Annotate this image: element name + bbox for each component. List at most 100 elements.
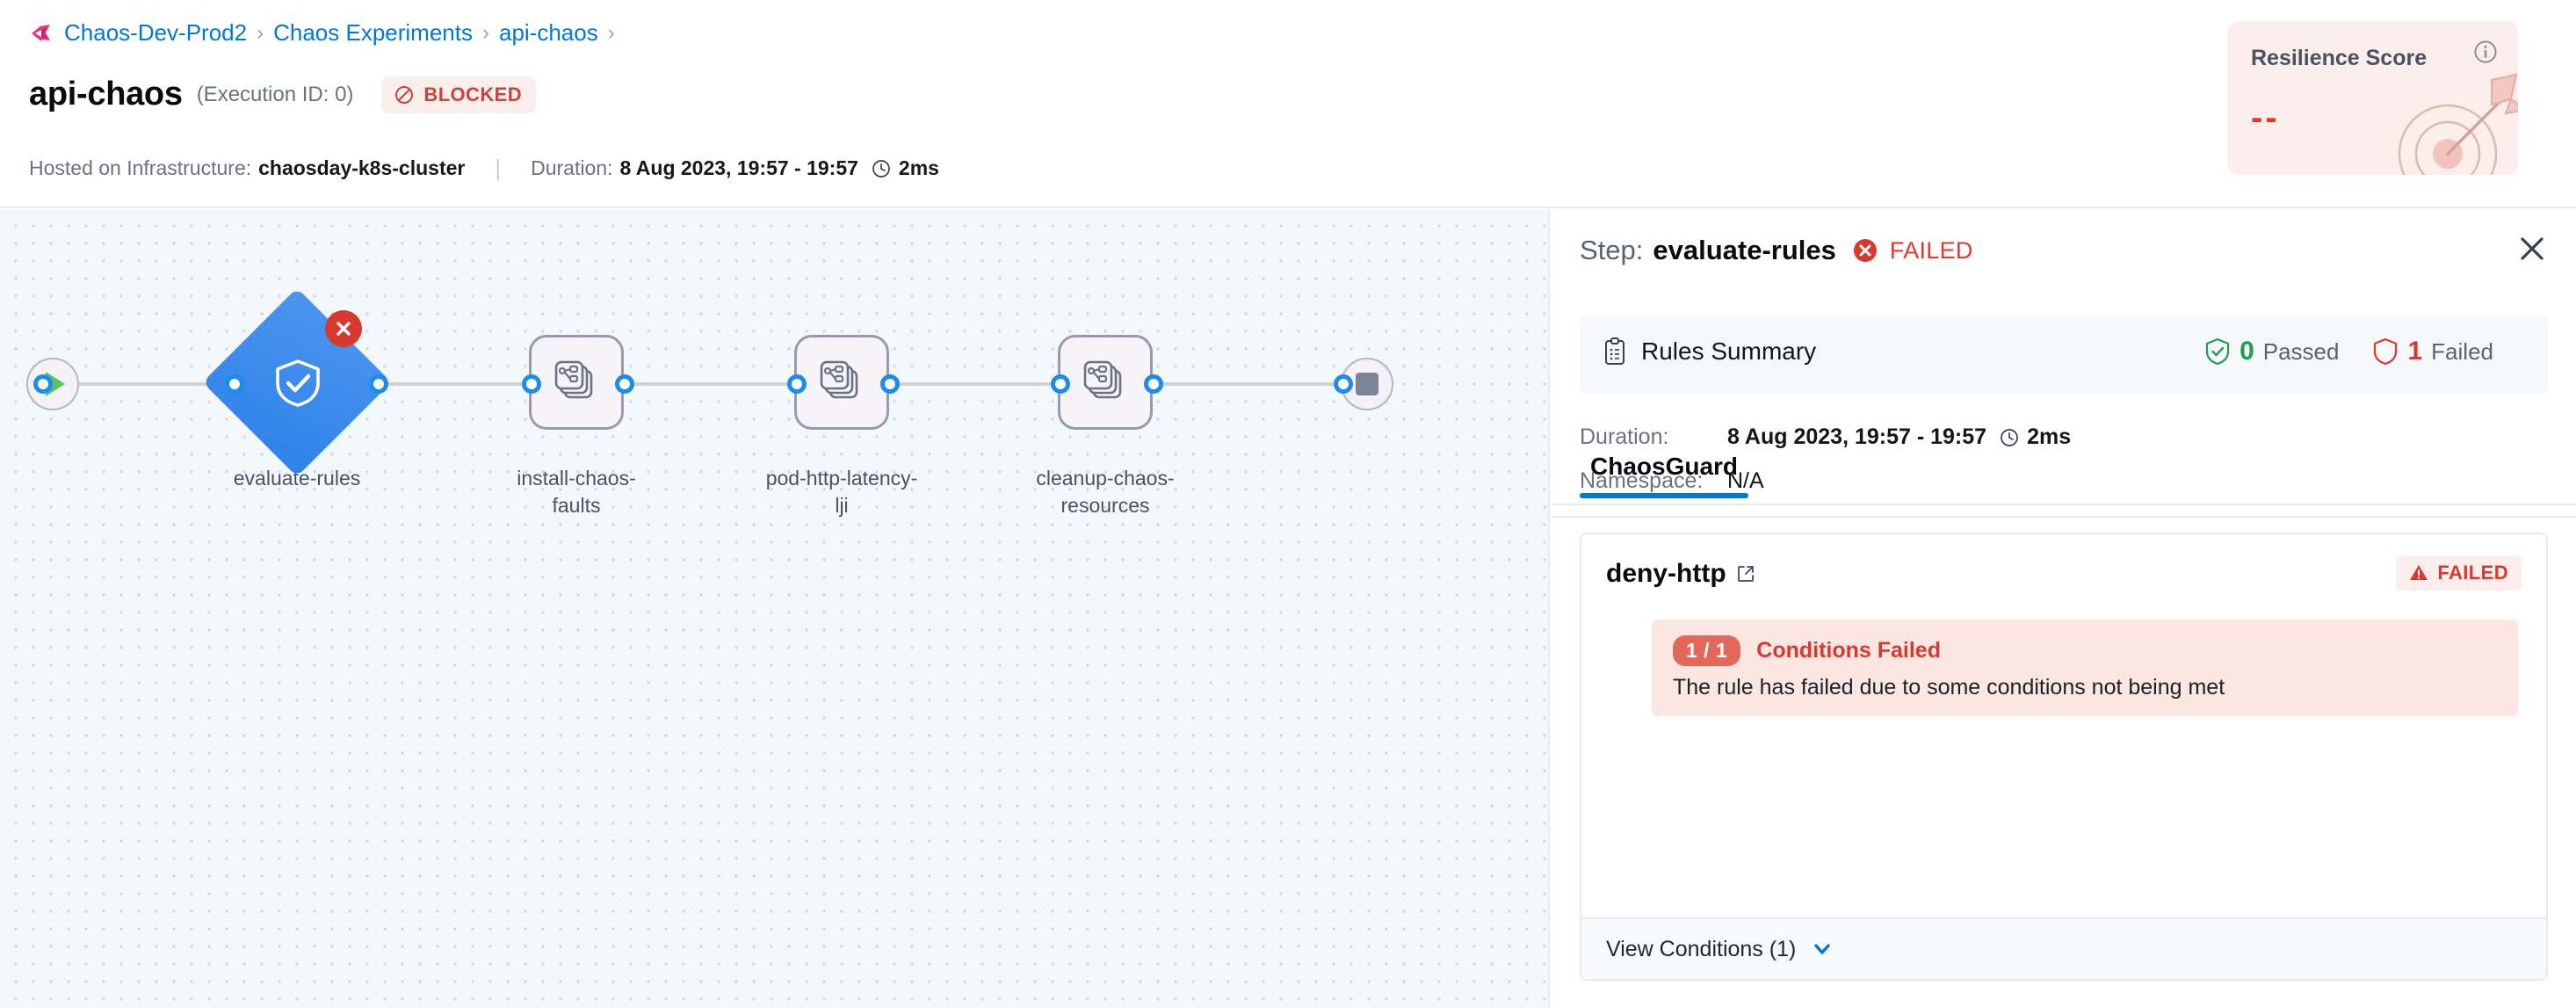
chaos-step-icon (1083, 360, 1122, 399)
edge-start-to-evaluate (74, 382, 262, 386)
view-conditions-label: View Conditions (1) (1606, 936, 1797, 961)
node-pod-http-latency-lji[interactable] (794, 335, 889, 430)
info-icon[interactable] (2472, 39, 2499, 65)
rules-passed-count: 0 (2240, 337, 2254, 366)
rules-failed-count: 1 (2407, 337, 2423, 366)
conditions-failed-title: Conditions Failed (1756, 638, 1941, 663)
close-icon[interactable] (2514, 231, 2550, 266)
rules-failed: 1 Failed (2372, 337, 2493, 366)
port-latency-out[interactable] (880, 374, 900, 394)
namespace-key: Namespace: (1580, 468, 1704, 493)
breadcrumb-item-0[interactable]: Chaos-Dev-Prod2 (64, 19, 248, 46)
page-header: Chaos-Dev-Prod2 › Chaos Experiments › ap… (0, 0, 2576, 208)
stop-icon (1356, 373, 1378, 395)
step-prefix: Step: (1580, 235, 1644, 265)
resilience-score-value: -- (2251, 98, 2280, 137)
breadcrumb-item-1[interactable]: Chaos Experiments (273, 19, 473, 46)
node-install-chaos-faults[interactable] (529, 335, 624, 430)
port-cleanup-in[interactable] (1051, 374, 1070, 394)
clock-icon (871, 158, 892, 179)
infrastructure-label: Hosted on Infrastructure: (29, 156, 252, 179)
rule-status-badge: FAILED (2396, 555, 2522, 591)
node-label-pod-http-latency-line1: pod-http-latency- (765, 467, 918, 489)
panel-divider (1552, 516, 2576, 518)
port-cleanup-out[interactable] (1144, 374, 1163, 394)
step-status: FAILED (1889, 236, 1973, 264)
clipboard-icon (1605, 337, 1624, 365)
external-link-icon[interactable] (1735, 563, 1756, 584)
duration-label: Duration: (531, 156, 613, 179)
conditions-failed-count: 1 / 1 (1673, 635, 1741, 666)
clock-icon (1999, 427, 2020, 448)
port-install-out[interactable] (615, 374, 634, 394)
duration-ms: 2ms (898, 156, 939, 179)
port-start-out[interactable] (33, 374, 53, 394)
breadcrumb-item-2[interactable]: api-chaos (498, 19, 598, 46)
panel-tabs: ChaosGuard (1580, 453, 1749, 498)
rules-summary-card: Rules Summary 0 Passed 1 Failed (1580, 316, 2548, 394)
warning-triangle-icon (2410, 565, 2428, 580)
port-evaluate-out[interactable] (369, 374, 388, 394)
tab-chaosguard[interactable]: ChaosGuard (1580, 453, 1749, 498)
execution-id: (Execution ID: 0) (196, 82, 354, 106)
shield-icon (2374, 337, 2398, 366)
port-end-in[interactable] (1334, 374, 1353, 394)
conditions-failed-message: The rule has failed due to some conditio… (1673, 675, 2225, 700)
node-cleanup-chaos-resources[interactable] (1058, 335, 1153, 430)
duration-value: 8 Aug 2023, 19:57 - 19:57 (1727, 424, 1987, 449)
infrastructure-value: chaosday-k8s-cluster (258, 156, 466, 179)
node-status-badge-failed (325, 310, 362, 347)
panel-title: Step: evaluate-rules FAILED (1580, 235, 1973, 266)
rules-passed-label: Passed (2262, 337, 2340, 365)
panel-header: Step: evaluate-rules FAILED (1552, 210, 2576, 302)
rule-card-deny-http: deny-http FAILED 1 / 1 Condition (1580, 533, 2548, 981)
step-name: evaluate-rules (1653, 235, 1836, 265)
status-badge-label: BLOCKED (423, 83, 522, 105)
edge-evaluate-to-install (341, 382, 531, 386)
harness-logo-icon (32, 24, 50, 41)
node-label-install-chaos-faults-line2: faults (552, 493, 601, 517)
node-label-cleanup-chaos-line2: resources (1060, 493, 1150, 517)
chaos-step-icon (820, 360, 858, 399)
pipeline-canvas[interactable]: evaluate-rules install-chaos- faults (0, 210, 1550, 1008)
detail-row-duration: Duration: 8 Aug 2023, 19:57 - 19:57 2ms (1580, 424, 2071, 450)
port-install-in[interactable] (522, 374, 541, 394)
meta-row: Hosted on Infrastructure: chaosday-k8s-c… (29, 155, 939, 182)
edge-install-to-latency (629, 382, 796, 386)
chaos-step-icon (554, 360, 593, 399)
rules-passed: 0 Passed (2204, 337, 2339, 366)
port-latency-in[interactable] (787, 374, 807, 394)
shield-check-icon (2205, 337, 2230, 366)
edge-cleanup-to-end (1158, 382, 1342, 386)
breadcrumb-separator: › (607, 20, 615, 45)
rule-name: deny-http (1606, 559, 1726, 588)
conditions-failed-box: 1 / 1 Conditions Failed The rule has fai… (1652, 620, 2518, 716)
circle-x-icon (1852, 237, 1878, 264)
title-row: api-chaos (Execution ID: 0) BLOCKED (29, 76, 536, 113)
edge-latency-to-cleanup (894, 382, 1060, 386)
node-evaluate-rules[interactable] (202, 287, 392, 477)
duration-key: Duration: (1580, 424, 1669, 449)
pipeline-graph: evaluate-rules install-chaos- faults (0, 210, 1548, 1008)
meta-divider: | (495, 155, 502, 181)
view-conditions-toggle[interactable]: View Conditions (1) (1581, 917, 2546, 979)
page-title: api-chaos (29, 76, 183, 112)
rules-summary-label: Rules Summary (1641, 337, 1817, 365)
rules-failed-label: Failed (2431, 337, 2493, 365)
chevron-down-icon (1810, 937, 1834, 961)
step-detail-panel: Step: evaluate-rules FAILED (1552, 210, 2576, 1008)
shield-check-icon (276, 359, 320, 407)
rule-status-label: FAILED (2437, 562, 2508, 584)
duration-ms: 2ms (2027, 424, 2072, 449)
target-dart-icon (2398, 73, 2518, 175)
namespace-value: N/A (1727, 468, 1764, 493)
breadcrumb: Chaos-Dev-Prod2 › Chaos Experiments › ap… (29, 19, 625, 47)
node-label-install-chaos-faults-line1: install-chaos- (517, 467, 636, 489)
start-node[interactable] (26, 358, 79, 410)
port-evaluate-in[interactable] (225, 374, 244, 394)
duration-value: 8 Aug 2023, 19:57 - 19:57 (619, 156, 858, 179)
breadcrumb-separator: › (481, 20, 489, 45)
resilience-score-title: Resilience Score (2251, 46, 2428, 70)
breadcrumb-separator: › (257, 20, 264, 45)
